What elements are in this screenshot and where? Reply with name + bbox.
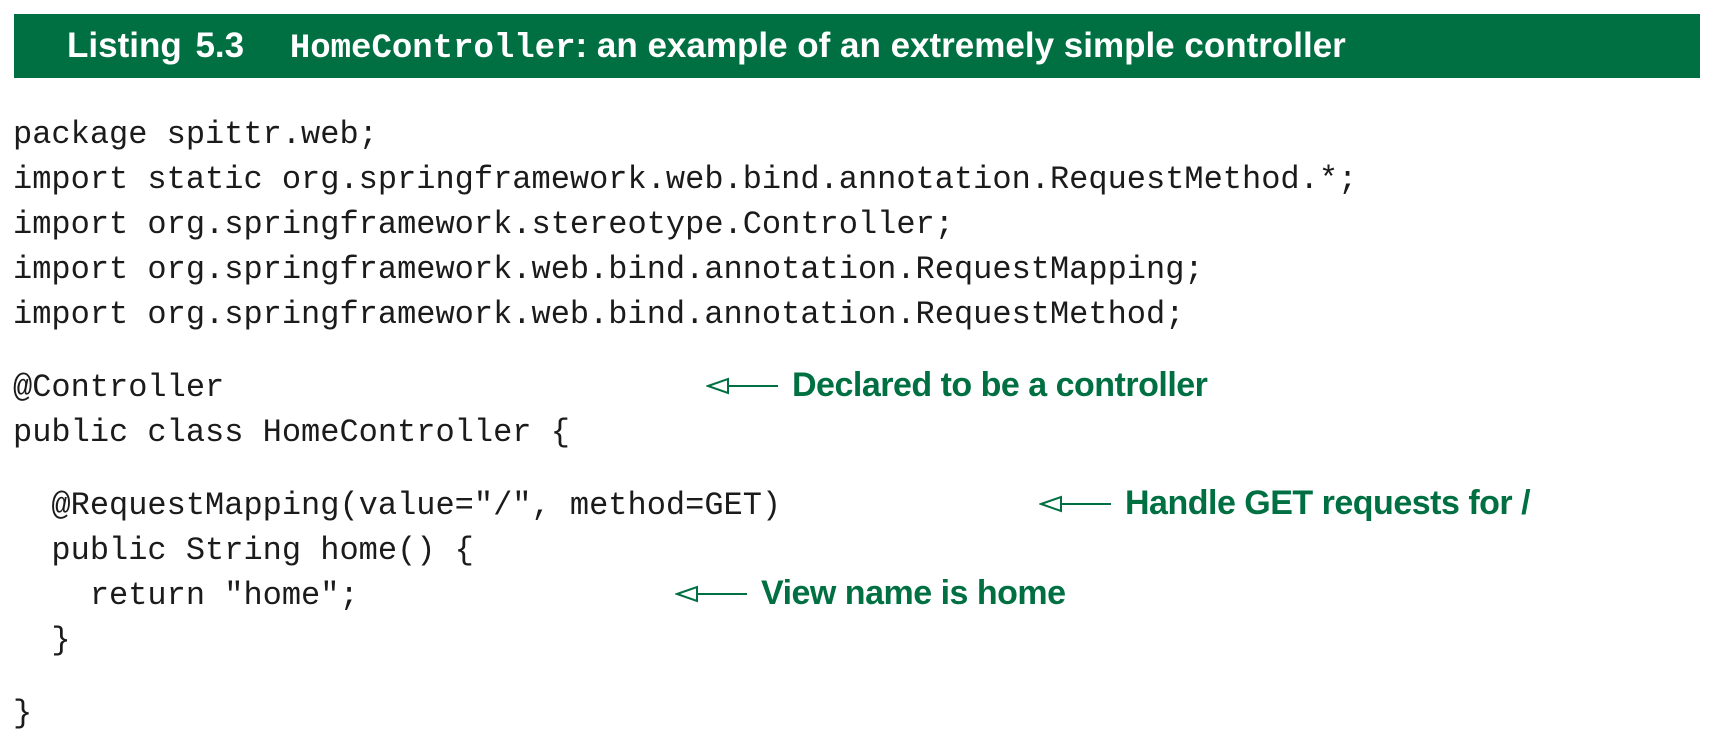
code-line: import org.springframework.web.bind.anno… — [13, 251, 1204, 288]
listing-number: 5.3 — [195, 26, 245, 65]
code-line: public String home() { — [13, 532, 474, 569]
listing-caption: : an example of an extremely simple cont… — [575, 26, 1346, 65]
annotation-get-requests: Handle GET requests for / — [1039, 484, 1531, 523]
annotation-view-name-text: View name is home — [761, 574, 1066, 612]
arrow-left-icon — [706, 377, 778, 394]
code-line: } — [13, 695, 33, 732]
annotation-controller-text: Declared to be a controller — [792, 366, 1208, 404]
arrow-left-icon — [1039, 495, 1111, 512]
code-line: @RequestMapping(value="/", method=GET) — [13, 487, 782, 524]
annotation-view-name: View name is home — [675, 574, 1066, 613]
code-line: import org.springframework.stereotype.Co… — [13, 206, 954, 243]
code-line: } — [13, 622, 71, 659]
annotation-controller: Declared to be a controller — [706, 366, 1208, 405]
listing-header: Listing 5.3 HomeController: an example o… — [14, 14, 1700, 78]
listing-label: Listing — [67, 26, 182, 65]
annotation-get-requests-text: Handle GET requests for / — [1125, 484, 1531, 522]
listing-class-name: HomeController — [289, 30, 576, 68]
code-line: import org.springframework.web.bind.anno… — [13, 296, 1185, 333]
arrow-left-icon — [675, 585, 747, 602]
code-line: @Controller — [13, 369, 225, 406]
code-line: public class HomeController { — [13, 414, 570, 451]
code-line: import static org.springframework.web.bi… — [13, 161, 1358, 198]
code-line: return "home"; — [13, 577, 359, 614]
code-line: package spittr.web; — [13, 116, 378, 153]
